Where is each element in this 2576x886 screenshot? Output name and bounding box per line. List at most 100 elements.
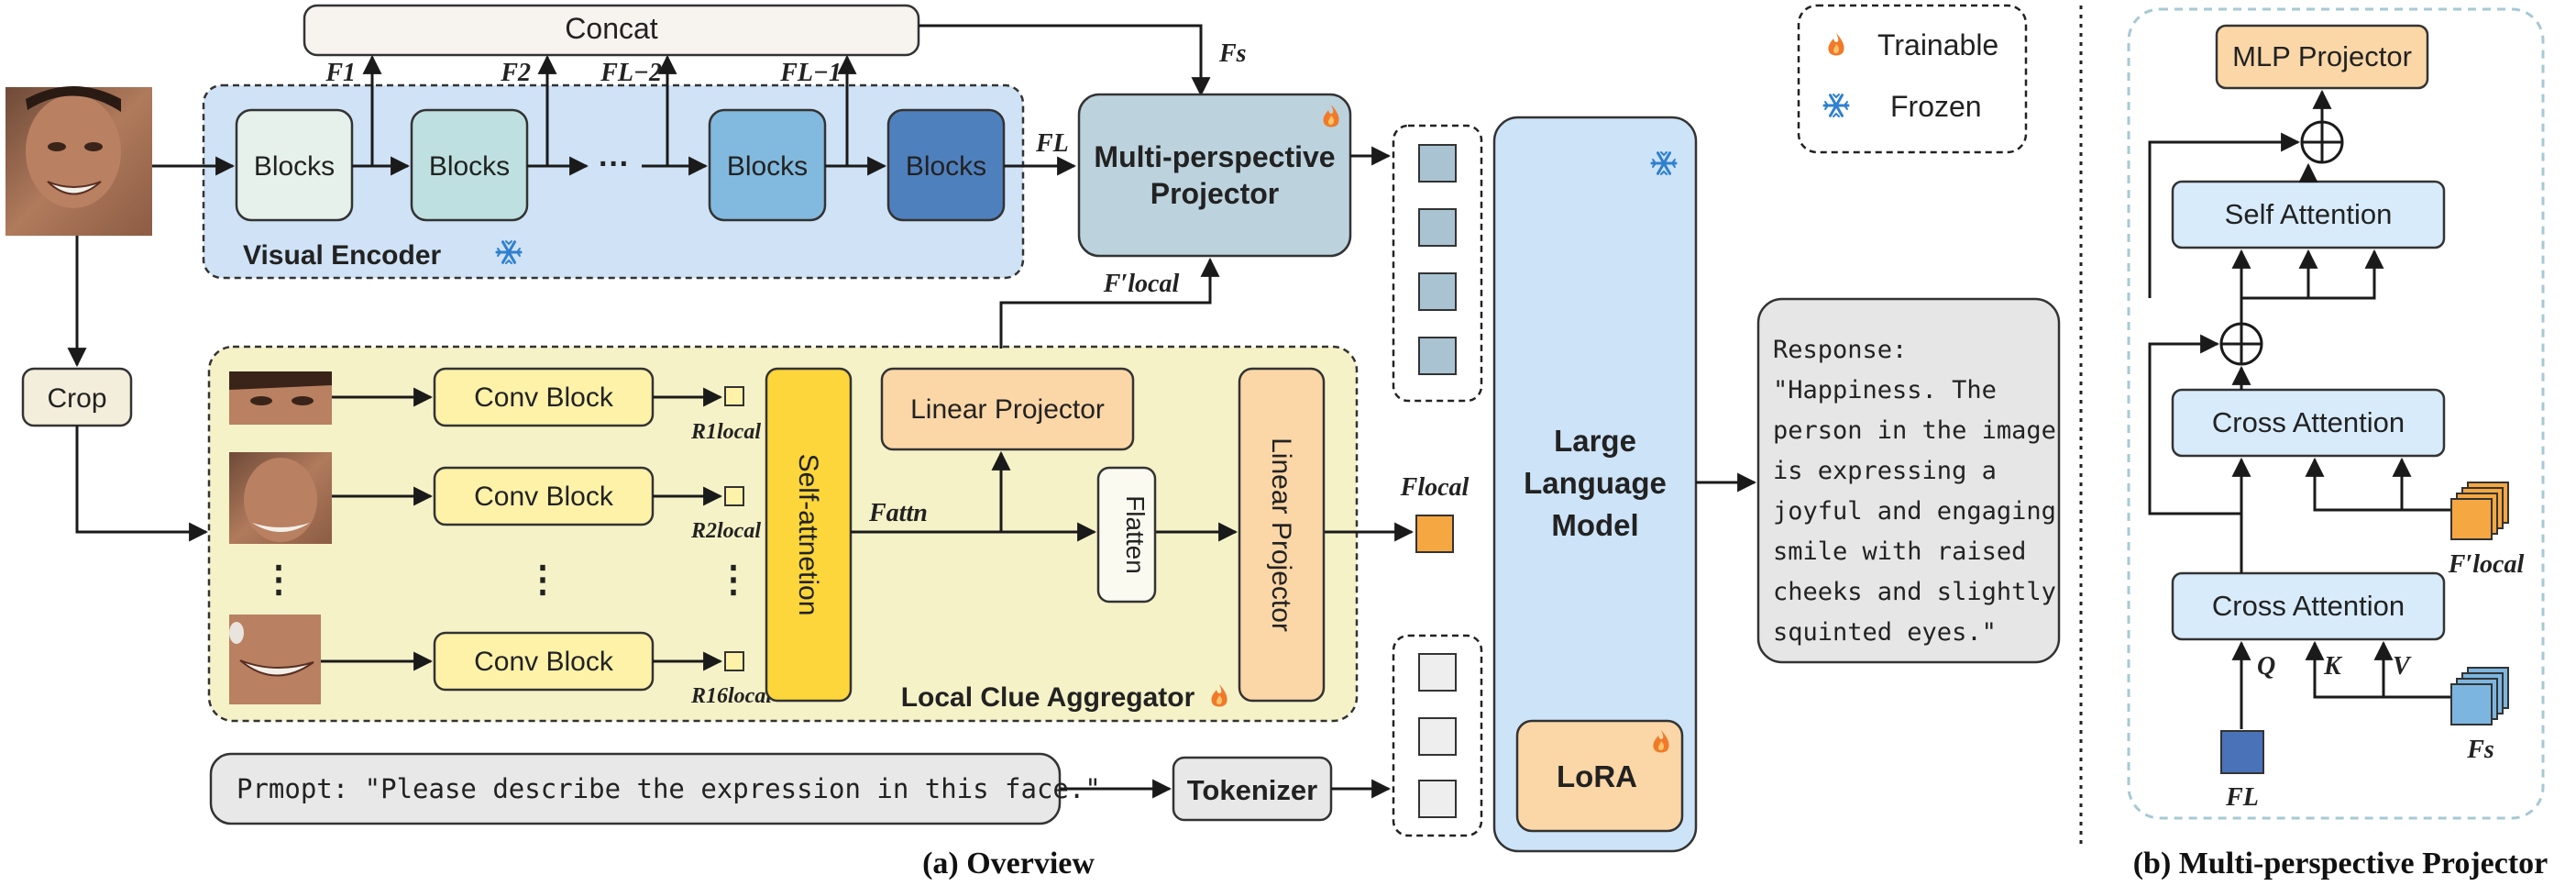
- mpp-cross-attention-bottom-box: [2171, 571, 2446, 641]
- region-label-16: R16local: [690, 684, 772, 708]
- input-face-image: [6, 86, 152, 236]
- region-tokens: [724, 386, 744, 671]
- llm-label-line2: Language: [1524, 466, 1667, 500]
- mlp-projector-label: MLP Projector: [2232, 40, 2412, 72]
- mpp-fl-token: [2220, 730, 2264, 774]
- projector-label-line2: Projector: [1150, 177, 1279, 210]
- mlp-projector-box: [2215, 24, 2429, 90]
- text-token-group: [1392, 634, 1483, 837]
- self-attention-label: Self-attnetion: [793, 454, 823, 616]
- f-local-token: [1415, 515, 1454, 553]
- feature-label-fl-2: FL−2: [600, 59, 662, 87]
- mpp-panel: [2127, 7, 2545, 820]
- key-label: K: [2323, 652, 2343, 681]
- fattn-arrows: [851, 257, 1415, 542]
- visual-tokens: [1418, 144, 1457, 375]
- mpp-cross-attention-top-box: [2171, 388, 2446, 458]
- response-line: joyful and engaging: [1773, 497, 2056, 526]
- mpp-f-local-prime-label: F′local: [2448, 550, 2525, 579]
- concat-label: Concat: [565, 12, 658, 45]
- f-local-prime-label: F′local: [1103, 270, 1180, 298]
- feature-label-f1: F1: [325, 59, 356, 87]
- crop-to-aggregator-arrow: [75, 426, 209, 542]
- response-line: person in the image: [1773, 416, 2056, 445]
- legend: Trainable Frozen: [1797, 4, 2028, 154]
- response-box: [1756, 297, 2061, 664]
- response-line: smile with raised: [1773, 537, 2026, 566]
- linear-projector-horizontal-label: Linear Projector: [910, 394, 1105, 425]
- legend-box: [1797, 4, 2028, 154]
- conv-block-3-label: Conv Block: [474, 647, 614, 677]
- multi-perspective-projector: [1077, 93, 1352, 258]
- mpp-arrows: [2148, 89, 2457, 729]
- prompt-text: Prmopt: "Please describe the expression …: [237, 773, 1101, 804]
- large-language-model: [1492, 116, 1698, 853]
- mpp-fs-label: Fs: [2466, 736, 2494, 764]
- mpp-fs-token: [2450, 667, 2509, 725]
- self-attention-block: [765, 367, 853, 703]
- fattn-label: Fattn: [868, 499, 928, 527]
- response-line: is expressing a: [1773, 457, 1997, 485]
- linear-projector-vertical-label: Linear Projector: [1266, 437, 1296, 632]
- local-clue-aggregator-label: Local Clue Aggregator: [901, 682, 1195, 713]
- encoder-arrows: [152, 24, 1211, 176]
- encoder-block-1-label: Blocks: [254, 151, 335, 182]
- feature-label-fs: Fs: [1218, 39, 1247, 68]
- encoder-block-4-label: Blocks: [906, 151, 986, 182]
- snowflake-icon: [1822, 93, 1850, 118]
- lora-block: [1515, 719, 1684, 833]
- mpp-f-local-prime-token: [2450, 482, 2509, 540]
- value-label: V: [2393, 652, 2412, 681]
- overview-caption: (a) Overview: [922, 847, 1095, 880]
- mpp-cross-attention-top-label: Cross Attention: [2212, 406, 2405, 438]
- linear-projector-vertical: [1238, 367, 1326, 703]
- conv-block-1-label: Conv Block: [474, 382, 614, 413]
- flatten-label: Flatten: [1121, 495, 1150, 574]
- face-crop-2: [229, 452, 332, 544]
- mpp-fl-label: FL: [2225, 783, 2259, 812]
- flatten-block: [1096, 466, 1157, 604]
- feature-label-fl-1: FL−1: [779, 59, 842, 87]
- feature-label-fl: FL: [1035, 129, 1069, 158]
- projector-label-line1: Multi-perspective: [1094, 140, 1335, 173]
- concat-box: [303, 4, 920, 57]
- response-text: Response: "Happiness. The person in the …: [1773, 336, 2056, 647]
- text-tokens: [1418, 653, 1457, 818]
- encoder-block-3-label: Blocks: [727, 151, 808, 182]
- flame-icon: [1828, 33, 1844, 56]
- visual-token-group: [1392, 124, 1483, 403]
- mpp-add-node-bottom: [2219, 322, 2263, 366]
- mpp-caption: (b) Multi-perspective Projector: [2133, 847, 2548, 880]
- visual-encoder-label: Visual Encoder: [243, 240, 442, 271]
- face-crop-3: [229, 615, 321, 704]
- llm-label-line3: Model: [1551, 508, 1638, 542]
- legend-trainable: Trainable: [1877, 28, 1998, 61]
- lora-label: LoRA: [1557, 759, 1637, 793]
- response-line: squinted eyes.": [1773, 618, 1997, 647]
- region-label-1: R1local: [690, 420, 761, 444]
- legend-frozen: Frozen: [1890, 90, 1982, 123]
- encoder-block-2-label: Blocks: [429, 151, 510, 182]
- mpp-self-attention-label: Self Attention: [2225, 198, 2393, 230]
- conv-block-2-label: Conv Block: [474, 482, 614, 512]
- response-line: "Happiness. The: [1773, 376, 1997, 404]
- region-label-2: R2local: [690, 519, 761, 543]
- feature-label-f2: F2: [500, 59, 531, 87]
- region-tokens-ellipsis: ⋮: [715, 559, 752, 600]
- linear-projector-horizontal: [880, 367, 1135, 451]
- tokenizer-label: Tokenizer: [1187, 774, 1317, 806]
- encoder-ellipsis: ···: [599, 147, 630, 182]
- aggregator-arrows: [321, 387, 723, 671]
- mpp-cross-attention-bottom-label: Cross Attention: [2212, 590, 2405, 622]
- query-label: Q: [2257, 652, 2275, 681]
- face-crop-1: [229, 371, 332, 425]
- llm-label-line1: Large: [1554, 424, 1636, 458]
- conv-blocks-ellipsis: ⋮: [524, 559, 561, 600]
- response-line: cheeks and slightly: [1773, 578, 2056, 606]
- f-local-label: Flocal: [1400, 473, 1470, 502]
- face-crops-ellipsis: ⋮: [260, 559, 297, 600]
- response-line: Response:: [1773, 336, 1907, 364]
- mpp-add-node-top: [2300, 120, 2344, 164]
- crop-label: Crop: [47, 383, 106, 414]
